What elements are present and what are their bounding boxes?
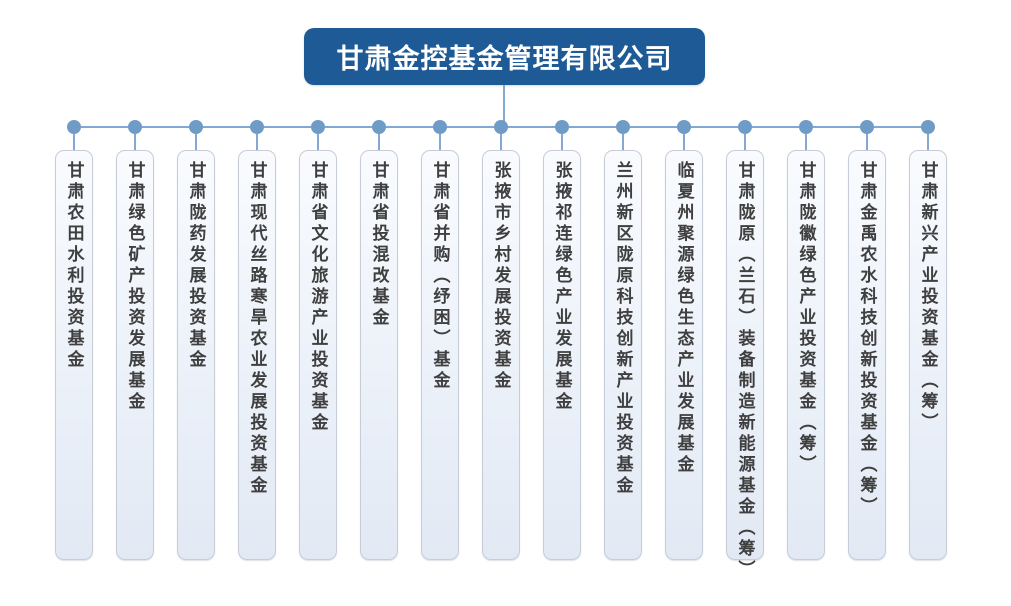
title-connector-line xyxy=(503,85,505,126)
connector-stub-line xyxy=(317,134,319,150)
fund-column: 张掖祁连绿色产业发展基金 xyxy=(542,120,582,560)
fund-label: 张掖市乡村发展投资基金 xyxy=(491,161,511,392)
connector-dot xyxy=(67,120,81,134)
fund-label: 兰州新区陇原科技创新产业投资基金 xyxy=(613,161,633,497)
fund-label: 甘肃现代丝路寒旱农业发展投资基金 xyxy=(247,161,267,497)
connector-dot xyxy=(860,120,874,134)
connector-dot xyxy=(799,120,813,134)
connector-dot xyxy=(555,120,569,134)
fund-box: 甘肃省并购（纾困）基金 xyxy=(421,150,459,560)
fund-box: 甘肃农田水利投资基金 xyxy=(55,150,93,560)
connector-dot xyxy=(494,120,508,134)
fund-label: 临夏州聚源绿色生态产业发展基金 xyxy=(674,161,694,476)
fund-column: 甘肃省投混改基金 xyxy=(359,120,399,560)
fund-label: 甘肃省并购（纾困）基金 xyxy=(430,161,450,392)
fund-column: 甘肃陇原（兰石）装备制造新能源基金（筹） xyxy=(725,120,765,581)
fund-label: 甘肃农田水利投资基金 xyxy=(64,161,84,371)
fund-label: 甘肃陇原（兰石）装备制造新能源基金（筹） xyxy=(735,161,755,581)
fund-label: 甘肃省投混改基金 xyxy=(369,161,389,329)
connector-dot xyxy=(311,120,325,134)
connector-dot xyxy=(738,120,752,134)
fund-box: 甘肃省文化旅游产业投资基金 xyxy=(299,150,337,560)
connector-stub-line xyxy=(439,134,441,150)
fund-box: 甘肃金禹农水科技创新投资基金（筹） xyxy=(848,150,886,560)
fund-column: 甘肃农田水利投资基金 xyxy=(54,120,94,560)
company-title-label: 甘肃金控基金管理有限公司 xyxy=(336,44,673,74)
fund-box: 甘肃陇药发展投资基金 xyxy=(177,150,215,560)
fund-column: 甘肃现代丝路寒旱农业发展投资基金 xyxy=(237,120,277,560)
fund-box: 甘肃新兴产业投资基金（筹） xyxy=(909,150,947,560)
fund-box: 临夏州聚源绿色生态产业发展基金 xyxy=(665,150,703,560)
connector-stub-line xyxy=(500,134,502,150)
fund-column: 甘肃省并购（纾困）基金 xyxy=(420,120,460,560)
fund-box: 甘肃省投混改基金 xyxy=(360,150,398,560)
fund-label: 甘肃绿色矿产投资发展基金 xyxy=(125,161,145,413)
fund-column: 甘肃新兴产业投资基金（筹） xyxy=(908,120,948,560)
connector-stub-line xyxy=(866,134,868,150)
fund-column: 甘肃绿色矿产投资发展基金 xyxy=(115,120,155,560)
fund-box: 兰州新区陇原科技创新产业投资基金 xyxy=(604,150,642,560)
fund-label: 甘肃省文化旅游产业投资基金 xyxy=(308,161,328,434)
connector-stub-line xyxy=(73,134,75,150)
fund-column: 甘肃省文化旅游产业投资基金 xyxy=(298,120,338,560)
connector-stub-line xyxy=(622,134,624,150)
connector-stub-line xyxy=(134,134,136,150)
connector-stub-line xyxy=(195,134,197,150)
connector-stub-line xyxy=(561,134,563,150)
connector-dot xyxy=(372,120,386,134)
connector-stub-line xyxy=(744,134,746,150)
fund-label: 甘肃新兴产业投资基金（筹） xyxy=(918,161,938,434)
connector-stub-line xyxy=(378,134,380,150)
fund-column: 甘肃金禹农水科技创新投资基金（筹） xyxy=(847,120,887,560)
fund-label: 张掖祁连绿色产业发展基金 xyxy=(552,161,572,413)
connector-dot xyxy=(189,120,203,134)
connector-dot xyxy=(921,120,935,134)
fund-box: 甘肃陇原（兰石）装备制造新能源基金（筹） xyxy=(726,150,764,581)
fund-label: 甘肃陇药发展投资基金 xyxy=(186,161,206,371)
fund-column: 甘肃陇药发展投资基金 xyxy=(176,120,216,560)
fund-box: 甘肃现代丝路寒旱农业发展投资基金 xyxy=(238,150,276,560)
fund-box: 甘肃陇徽绿色产业投资基金（筹） xyxy=(787,150,825,560)
fund-label: 甘肃金禹农水科技创新投资基金（筹） xyxy=(857,161,877,518)
fund-label: 甘肃陇徽绿色产业投资基金（筹） xyxy=(796,161,816,476)
connector-stub-line xyxy=(683,134,685,150)
fund-column: 甘肃陇徽绿色产业投资基金（筹） xyxy=(786,120,826,560)
fund-column: 临夏州聚源绿色生态产业发展基金 xyxy=(664,120,704,560)
connector-dot xyxy=(677,120,691,134)
connector-stub-line xyxy=(805,134,807,150)
connector-dot xyxy=(128,120,142,134)
fund-box: 张掖市乡村发展投资基金 xyxy=(482,150,520,560)
connector-stub-line xyxy=(256,134,258,150)
connector-stub-line xyxy=(927,134,929,150)
fund-box: 甘肃绿色矿产投资发展基金 xyxy=(116,150,154,560)
connector-dot xyxy=(433,120,447,134)
company-title-box: 甘肃金控基金管理有限公司 xyxy=(304,28,705,85)
connector-dot xyxy=(250,120,264,134)
fund-column: 张掖市乡村发展投资基金 xyxy=(481,120,521,560)
fund-column: 兰州新区陇原科技创新产业投资基金 xyxy=(603,120,643,560)
fund-box: 张掖祁连绿色产业发展基金 xyxy=(543,150,581,560)
connector-dot xyxy=(616,120,630,134)
